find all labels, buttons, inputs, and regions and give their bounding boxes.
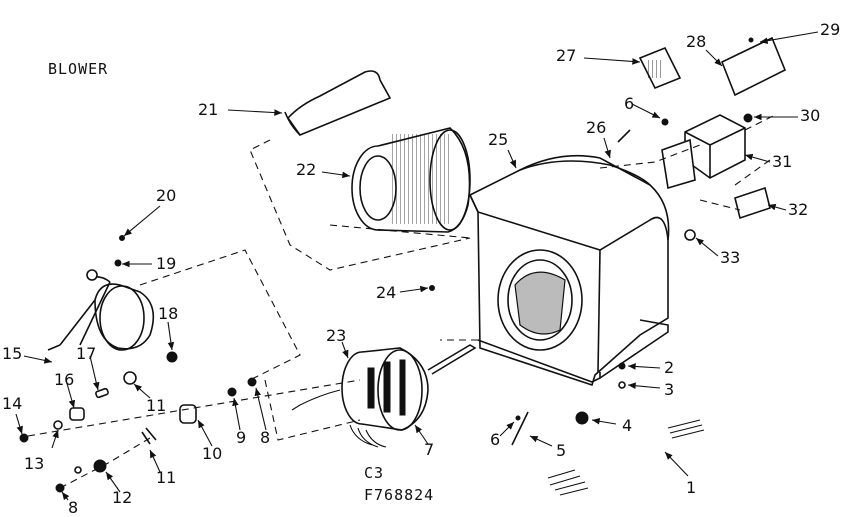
part-label-21: 21 (198, 100, 219, 119)
part-label-11-lower: 11 (156, 468, 177, 487)
blower-motor (291, 344, 477, 448)
part-label-32: 32 (788, 200, 809, 219)
part-label-20: 20 (156, 186, 177, 205)
part-label-13: 13 (24, 454, 45, 473)
part-label-27: 27 (556, 46, 577, 65)
part-label-5: 5 (556, 441, 567, 460)
blower-housing (468, 154, 670, 387)
part-label-25: 25 (488, 130, 509, 149)
part-label-12: 12 (112, 488, 133, 507)
housing-fasteners (429, 285, 705, 496)
part-label-9: 9 (236, 428, 247, 447)
part-label-28: 28 (686, 32, 707, 51)
leader-arrows (15, 31, 819, 501)
part-label-16: 16 (54, 370, 75, 389)
motor-mount (47, 259, 178, 363)
part-label-6-lower: 6 (490, 430, 501, 449)
part-label-26: 26 (586, 118, 607, 137)
diagram-title: BLOWER (48, 60, 109, 78)
part-label-17: 17 (76, 344, 97, 363)
part-label-11-upper: 11 (146, 396, 167, 415)
assembly-lines (27, 114, 776, 489)
part-label-30: 30 (800, 106, 821, 125)
part-label-6-upper: 6 (624, 94, 635, 113)
part-label-8-mid: 8 (260, 428, 271, 447)
part-label-18: 18 (158, 304, 179, 323)
part-label-24: 24 (376, 283, 397, 302)
blower-wheel (351, 127, 471, 233)
part-label-33: 33 (720, 248, 741, 267)
part-label-15: 15 (2, 344, 23, 363)
left-hardware (19, 235, 257, 493)
part-label-3: 3 (664, 380, 675, 399)
part-label-4: 4 (622, 416, 633, 435)
part-label-2: 2 (664, 358, 675, 377)
part-label-10: 10 (202, 444, 223, 463)
part-label-31: 31 (772, 152, 793, 171)
diagram-code-f768824: F768824 (364, 486, 435, 504)
control-parts (617, 36, 787, 241)
part-label-14: 14 (2, 394, 23, 413)
cut-off-plate (284, 70, 392, 136)
part-label-22: 22 (296, 160, 317, 179)
part-label-8-lower: 8 (68, 498, 79, 517)
part-label-1: 1 (686, 478, 697, 497)
part-label-29: 29 (820, 20, 841, 39)
part-label-23: 23 (326, 326, 347, 345)
part-label-7: 7 (424, 440, 435, 459)
part-label-19: 19 (156, 254, 177, 273)
diagram-code-c3: C3 (364, 464, 385, 482)
